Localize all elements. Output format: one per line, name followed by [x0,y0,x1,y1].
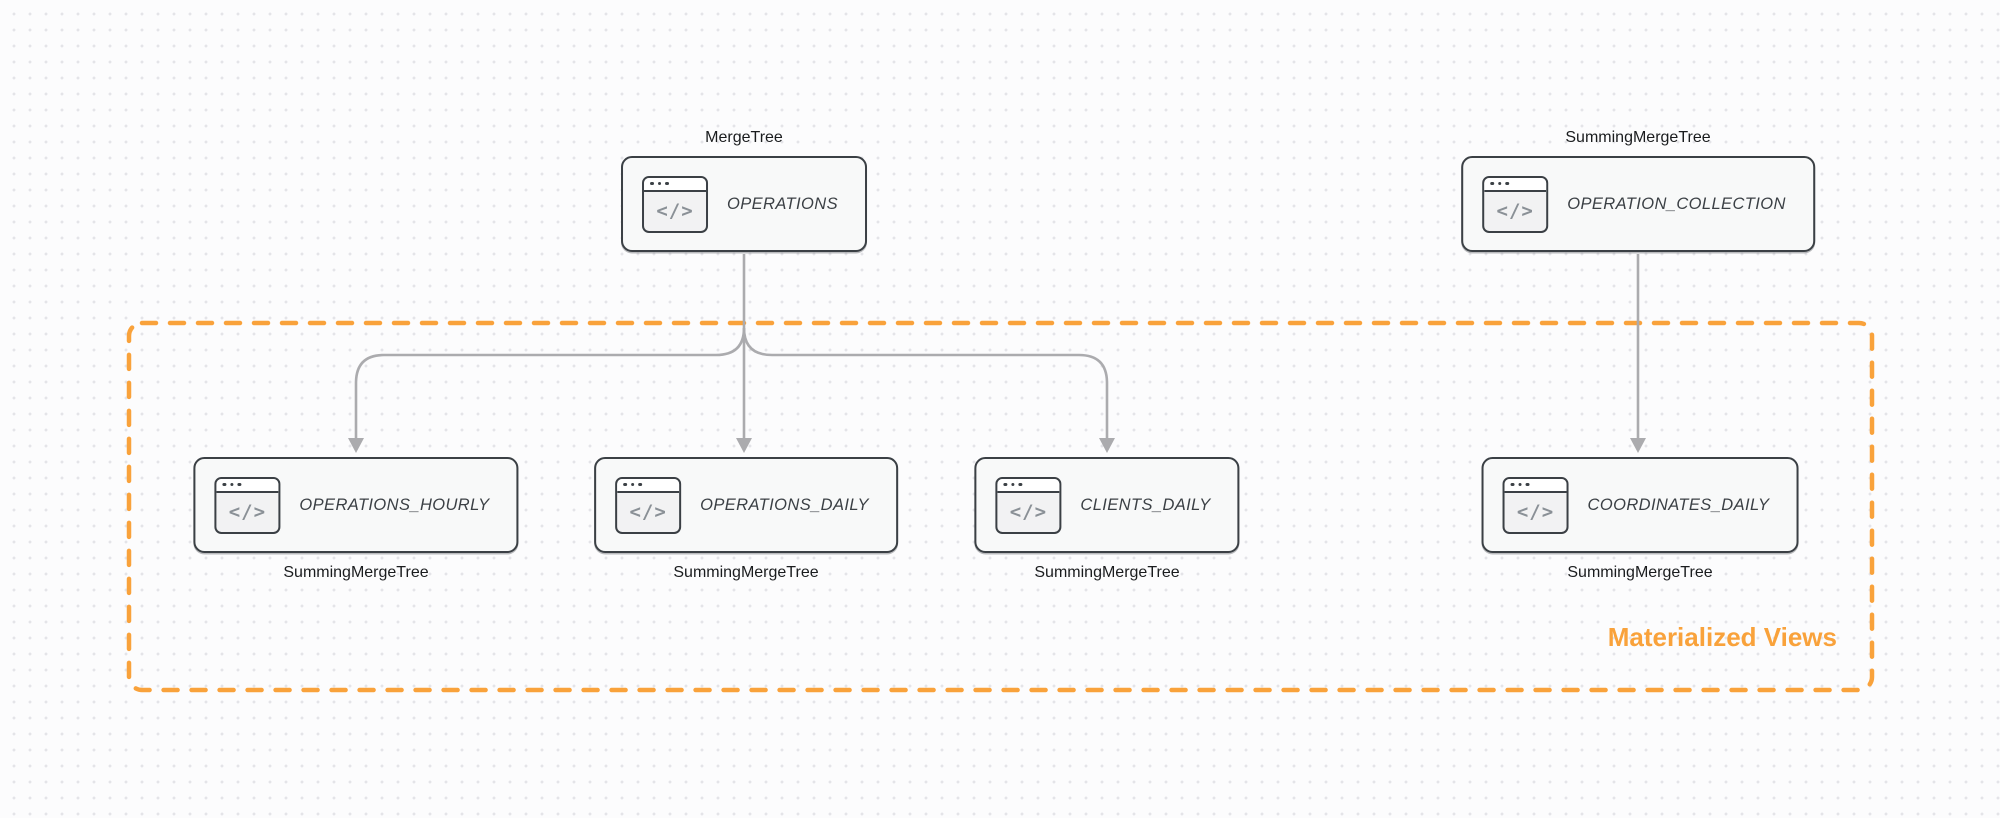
arrowhead-icon [1099,438,1115,453]
table-node-operations-hourly: </> OPERATIONS_HOURLY SummingMergeTree [193,457,519,581]
engine-label: SummingMergeTree [1567,564,1713,581]
node-label: OPERATIONS_DAILY [700,495,869,514]
code-window-icon: </> [214,476,281,534]
arrowhead-icon [736,438,752,453]
engine-label: SummingMergeTree [1565,129,1711,146]
node-label: OPERATIONS [727,194,838,213]
table-node-operations-daily: </> OPERATIONS_DAILY SummingMergeTree [594,457,898,581]
node-box-operation-collection[interactable]: </> OPERATION_COLLECTION [1461,156,1815,252]
arrowhead-icon [348,438,364,453]
materialized-views-label: Materialized Views [1607,622,1837,652]
code-window-icon: </> [642,175,709,233]
window-dots-icon [1484,177,1547,192]
window-dots-icon [1504,478,1567,493]
code-glyph: </> [1516,501,1555,523]
code-glyph: </> [1009,501,1048,523]
window-dots-icon [997,478,1060,493]
table-node-operation-collection: SummingMergeTree </> OPERATION_COLLECTIO… [1461,129,1815,252]
materialized-views-group-outline [126,320,1875,693]
code-glyph: </> [228,501,267,523]
node-box-operations-hourly[interactable]: </> OPERATIONS_HOURLY [193,457,519,553]
code-window-icon: </> [995,476,1062,534]
code-glyph: </> [629,501,667,523]
table-node-coordinates-daily: </> COORDINATES_DAILY SummingMergeTree [1481,457,1799,581]
node-box-operations[interactable]: </> OPERATIONS [621,156,867,252]
window-dots-icon [617,478,680,493]
code-window-icon: </> [1482,175,1549,233]
node-box-coordinates-daily[interactable]: </> COORDINATES_DAILY [1481,457,1799,553]
node-box-operations-daily[interactable]: </> OPERATIONS_DAILY [594,457,898,553]
window-dots-icon [644,177,707,192]
arrowhead-icon [1630,438,1646,453]
node-label: OPERATIONS_HOURLY [299,495,490,514]
engine-label: SummingMergeTree [1034,564,1180,581]
edge-operations-to-clients-daily [742,327,1109,438]
table-node-operations: MergeTree </> OPERATIONS [621,129,867,252]
code-window-icon: </> [1502,476,1569,534]
engine-label: MergeTree [705,129,783,146]
node-label: COORDINATES_DAILY [1587,495,1770,514]
node-label: CLIENTS_DAILY [1080,495,1211,514]
node-label: OPERATION_COLLECTION [1567,194,1786,213]
engine-label: SummingMergeTree [283,564,429,581]
edge-operations-to-operations-hourly [354,327,746,438]
table-node-clients-daily: </> CLIENTS_DAILY SummingMergeTree [974,457,1240,581]
node-box-clients-daily[interactable]: </> CLIENTS_DAILY [974,457,1240,553]
code-window-icon: </> [615,476,682,534]
code-glyph: </> [656,200,694,222]
engine-label: SummingMergeTree [673,564,819,581]
window-dots-icon [216,478,279,493]
code-glyph: </> [1496,200,1534,222]
